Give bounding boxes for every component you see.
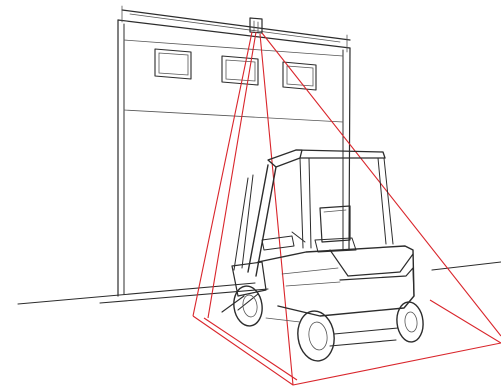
forklift xyxy=(222,150,425,363)
sensor-beam xyxy=(193,32,501,385)
